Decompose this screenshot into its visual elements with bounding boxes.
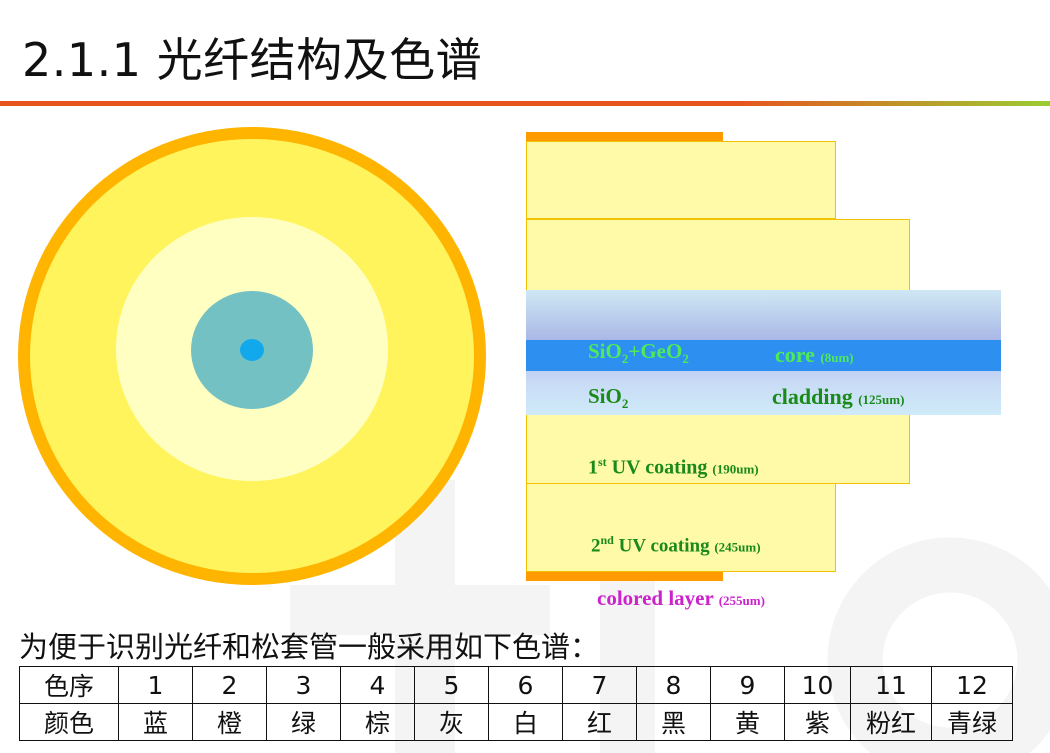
color-number-cell: 11 <box>850 666 932 704</box>
color-number-cell: 1 <box>118 666 193 704</box>
page-title: 2.1.1 光纤结构及色谱 <box>22 33 483 87</box>
colored-layer-label: colored layer (255um) <box>597 586 765 610</box>
color-name-cell: 红 <box>562 703 637 741</box>
color-number-cell: 7 <box>562 666 637 704</box>
first-uv-coating-label: 1st UV coating (190um) <box>588 455 759 479</box>
table-row: 颜色蓝橙绿棕灰白红黑黄紫粉红青绿 <box>19 703 1013 741</box>
core-label: core (8um) <box>775 342 854 367</box>
table-row-header: 色序 <box>19 666 119 704</box>
color-name-cell: 紫 <box>784 703 851 741</box>
cladding-label: cladding (125um) <box>772 384 905 409</box>
table-row-header: 颜色 <box>19 703 119 741</box>
cladding-material-label: SiO2 <box>588 384 629 412</box>
second-uv-coating-label: 2nd UV coating (245um) <box>591 533 761 557</box>
title-underline <box>0 101 1050 106</box>
color-name-cell: 白 <box>488 703 563 741</box>
colored-layer-top-band <box>526 132 723 141</box>
color-number-cell: 8 <box>636 666 711 704</box>
color-name-cell: 青绿 <box>931 703 1013 741</box>
core-material-label: SiO2+GeO2 <box>588 339 689 367</box>
color-number-cell: 12 <box>931 666 1013 704</box>
color-name-cell: 蓝 <box>118 703 193 741</box>
color-name-cell: 黄 <box>710 703 785 741</box>
first-uv-coating-top <box>526 219 910 291</box>
color-number-cell: 3 <box>266 666 341 704</box>
color-name-cell: 棕 <box>340 703 415 741</box>
second-uv-coating-bottom <box>526 484 836 572</box>
color-name-cell: 绿 <box>266 703 341 741</box>
core-dot <box>240 339 264 361</box>
second-uv-coating-top <box>526 141 836 219</box>
color-number-cell: 6 <box>488 666 563 704</box>
core-layer <box>526 340 1001 371</box>
color-name-cell: 橙 <box>192 703 267 741</box>
color-number-cell: 10 <box>784 666 851 704</box>
color-name-cell: 灰 <box>414 703 489 741</box>
colored-layer-bottom-band <box>526 572 723 581</box>
color-name-cell: 黑 <box>636 703 711 741</box>
color-number-cell: 4 <box>340 666 415 704</box>
color-number-cell: 9 <box>710 666 785 704</box>
color-spectrum-intro: 为便于识别光纤和松套管一般采用如下色谱： <box>19 630 600 664</box>
color-name-cell: 粉红 <box>850 703 932 741</box>
first-uv-coating-bottom <box>526 415 910 484</box>
color-number-cell: 5 <box>414 666 489 704</box>
fiber-cross-section <box>18 127 486 585</box>
color-number-cell: 2 <box>192 666 267 704</box>
